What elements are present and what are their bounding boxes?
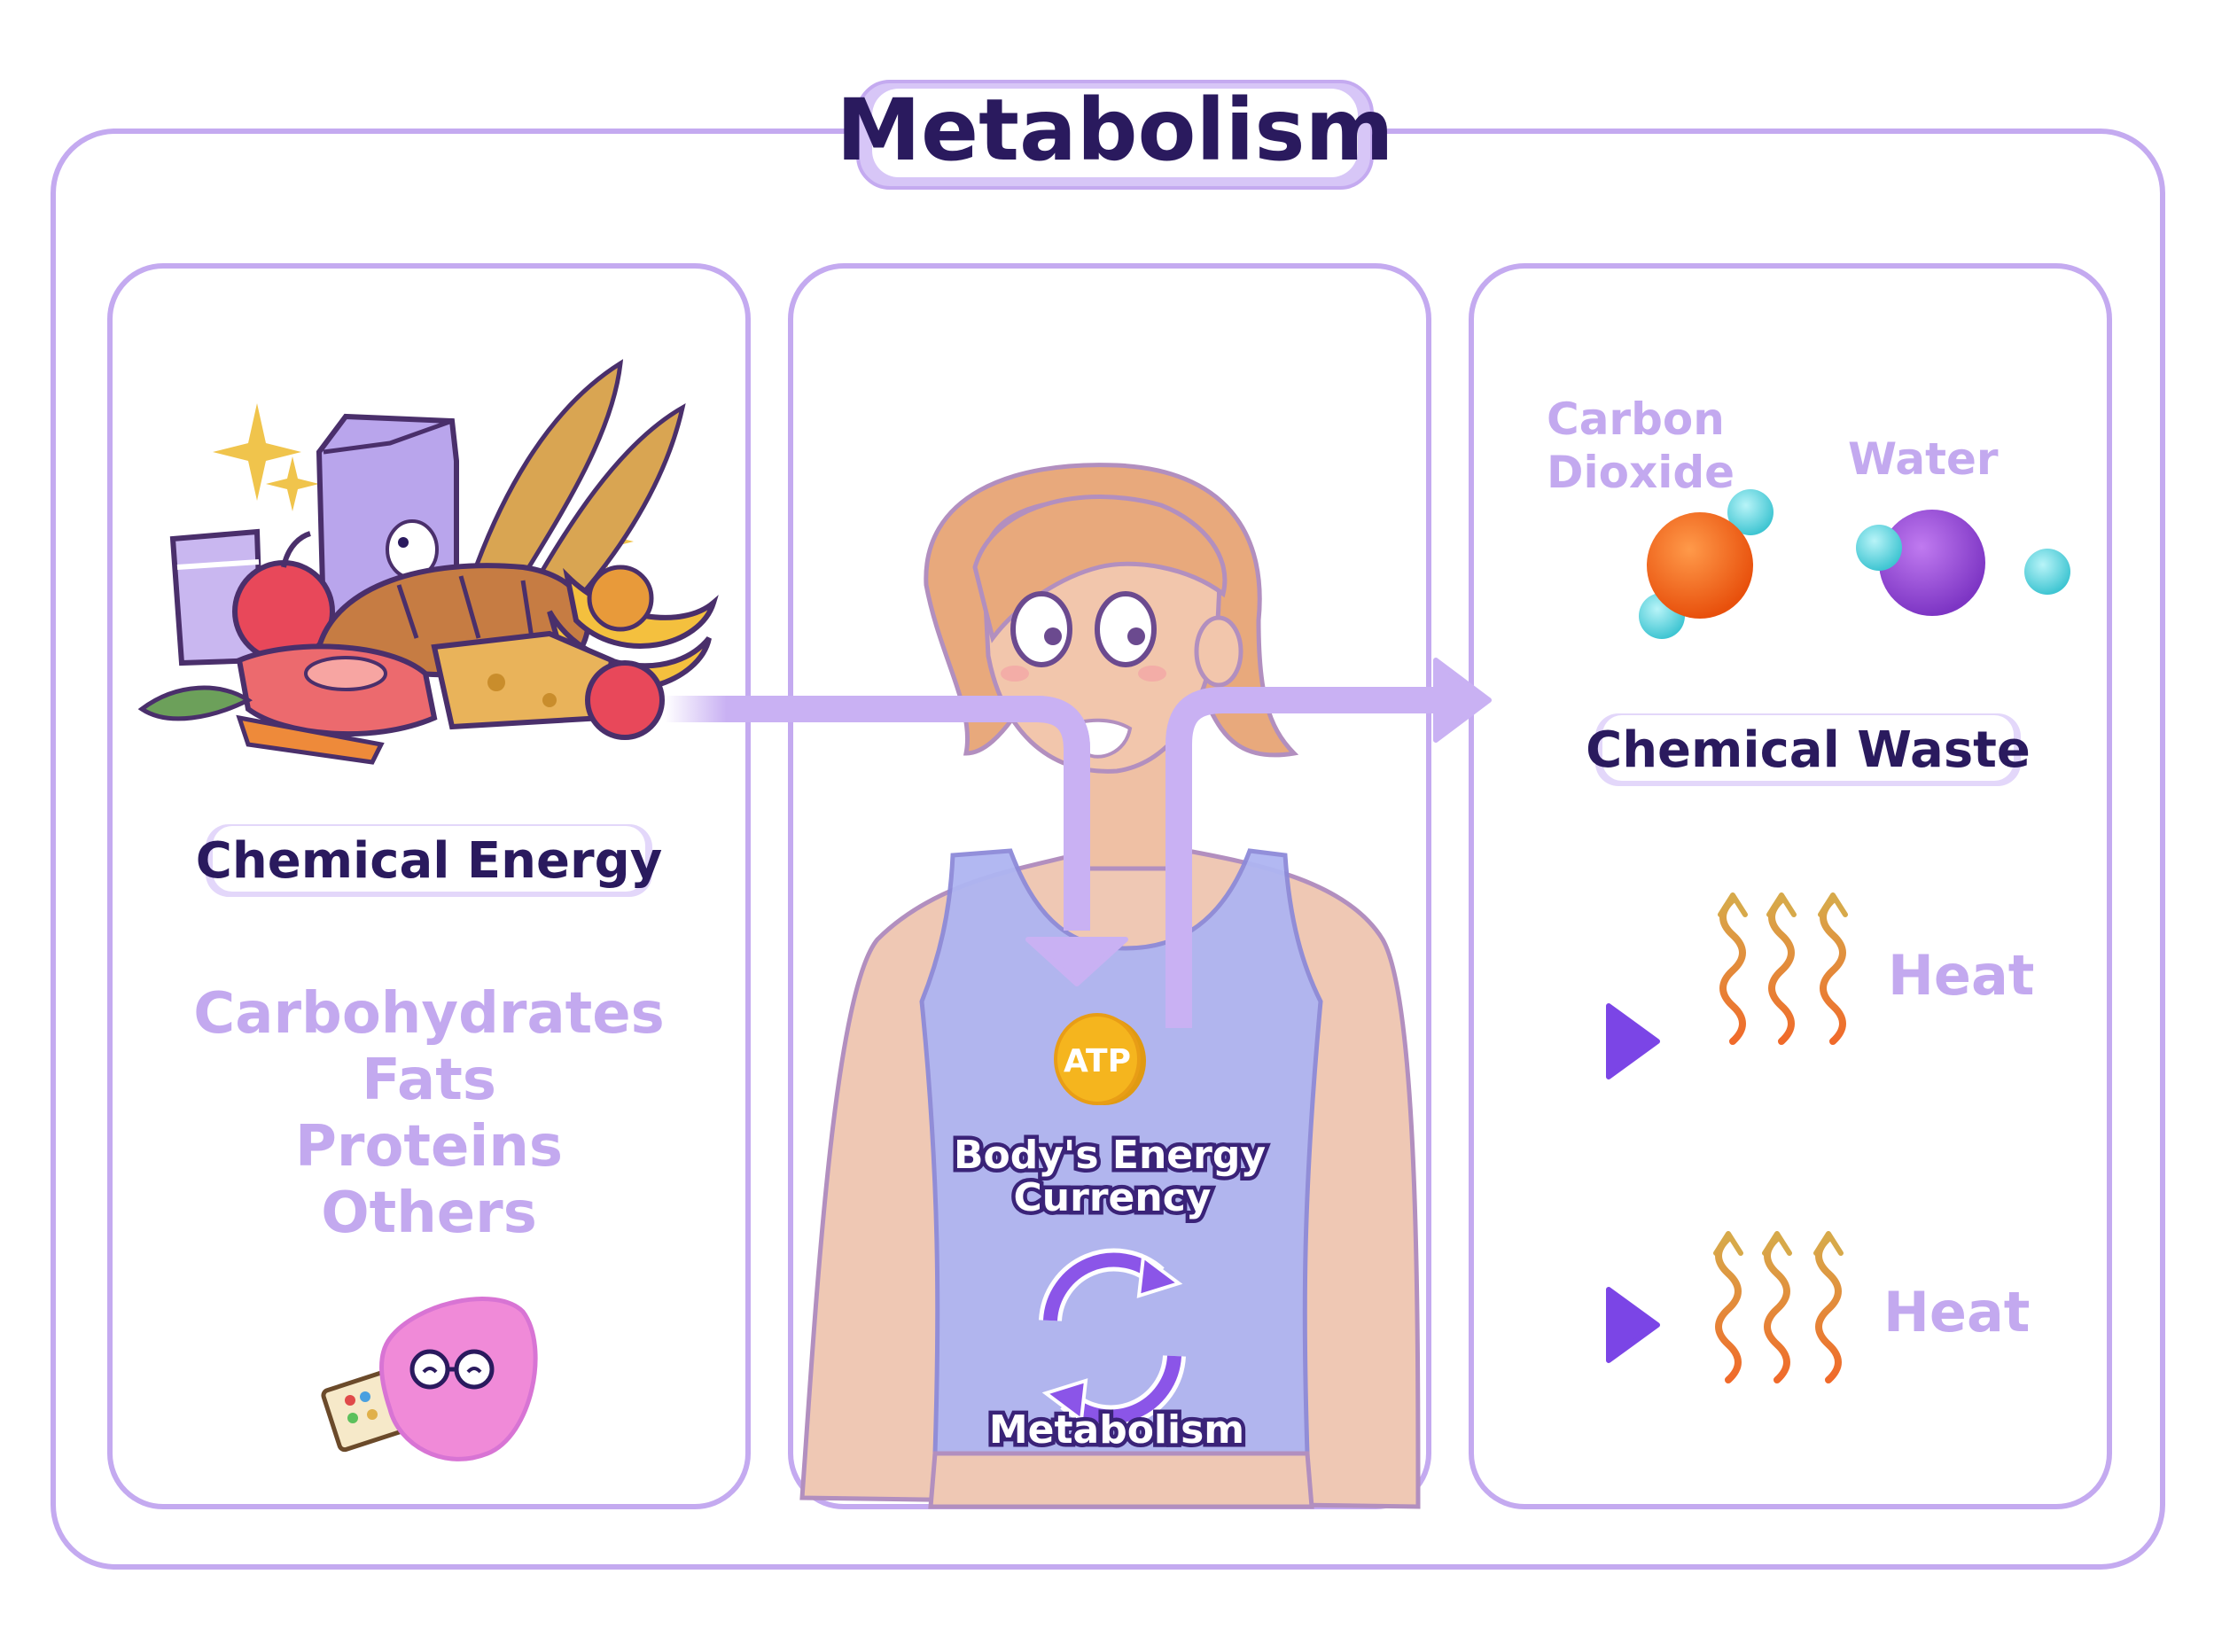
nutrient-carbohydrates: Carbohydrates (193, 981, 664, 1047)
atp-label: ATP (1064, 1043, 1131, 1079)
heat-waves-icon (1718, 892, 1848, 1045)
energy-currency-label-line2: Currency (1014, 1175, 1212, 1220)
person-icon (799, 463, 1421, 1509)
co2-molecule-icon (1639, 489, 1774, 639)
energy-currency-label-line1: Body's Energy (954, 1133, 1266, 1178)
sparkle-icon (213, 403, 301, 501)
heat-label-2: Heat (1883, 1280, 2030, 1344)
metabolism-cycle-label: Metabolism (989, 1407, 1244, 1453)
brain-mascot-icon (321, 1297, 538, 1461)
nutrient-others: Others (321, 1181, 537, 1246)
right-panel (1469, 263, 2112, 1509)
page-title: Metabolism (837, 81, 1394, 180)
nutrient-proteins: Proteins (295, 1114, 563, 1180)
sparkle-icon (266, 456, 319, 511)
left-panel (107, 263, 751, 1509)
co2-label-line2: Dioxide (1547, 447, 1735, 498)
food-pile-icon (137, 359, 719, 765)
chemical-energy-heading: Chemical Energy (196, 832, 662, 890)
heat-label-1: Heat (1888, 943, 2034, 1008)
chemical-waste-heading: Chemical Waste (1586, 721, 2031, 779)
body-to-waste-arrow (1165, 687, 1445, 1028)
water-label: Water (1848, 433, 1999, 485)
water-molecule-icon (1856, 510, 2070, 616)
cycle-arrows-icon (1039, 1248, 1186, 1429)
title-badge: Metabolism (837, 80, 1394, 190)
atp-coin-icon: ATP (1054, 1013, 1146, 1105)
co2-label-line1: Carbon (1547, 394, 1725, 445)
heat-waves-icon (1713, 1231, 1844, 1383)
nutrient-fats: Fats (362, 1048, 496, 1113)
